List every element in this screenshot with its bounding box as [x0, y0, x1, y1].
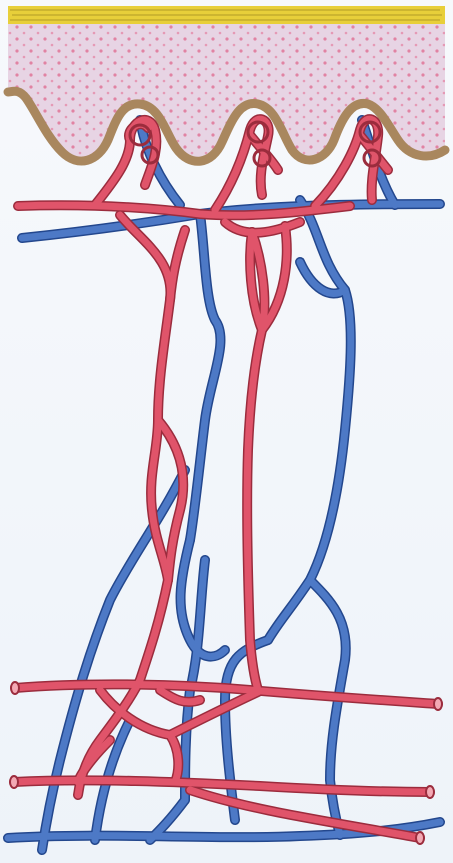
- skin-vascular-illustration: [0, 0, 453, 863]
